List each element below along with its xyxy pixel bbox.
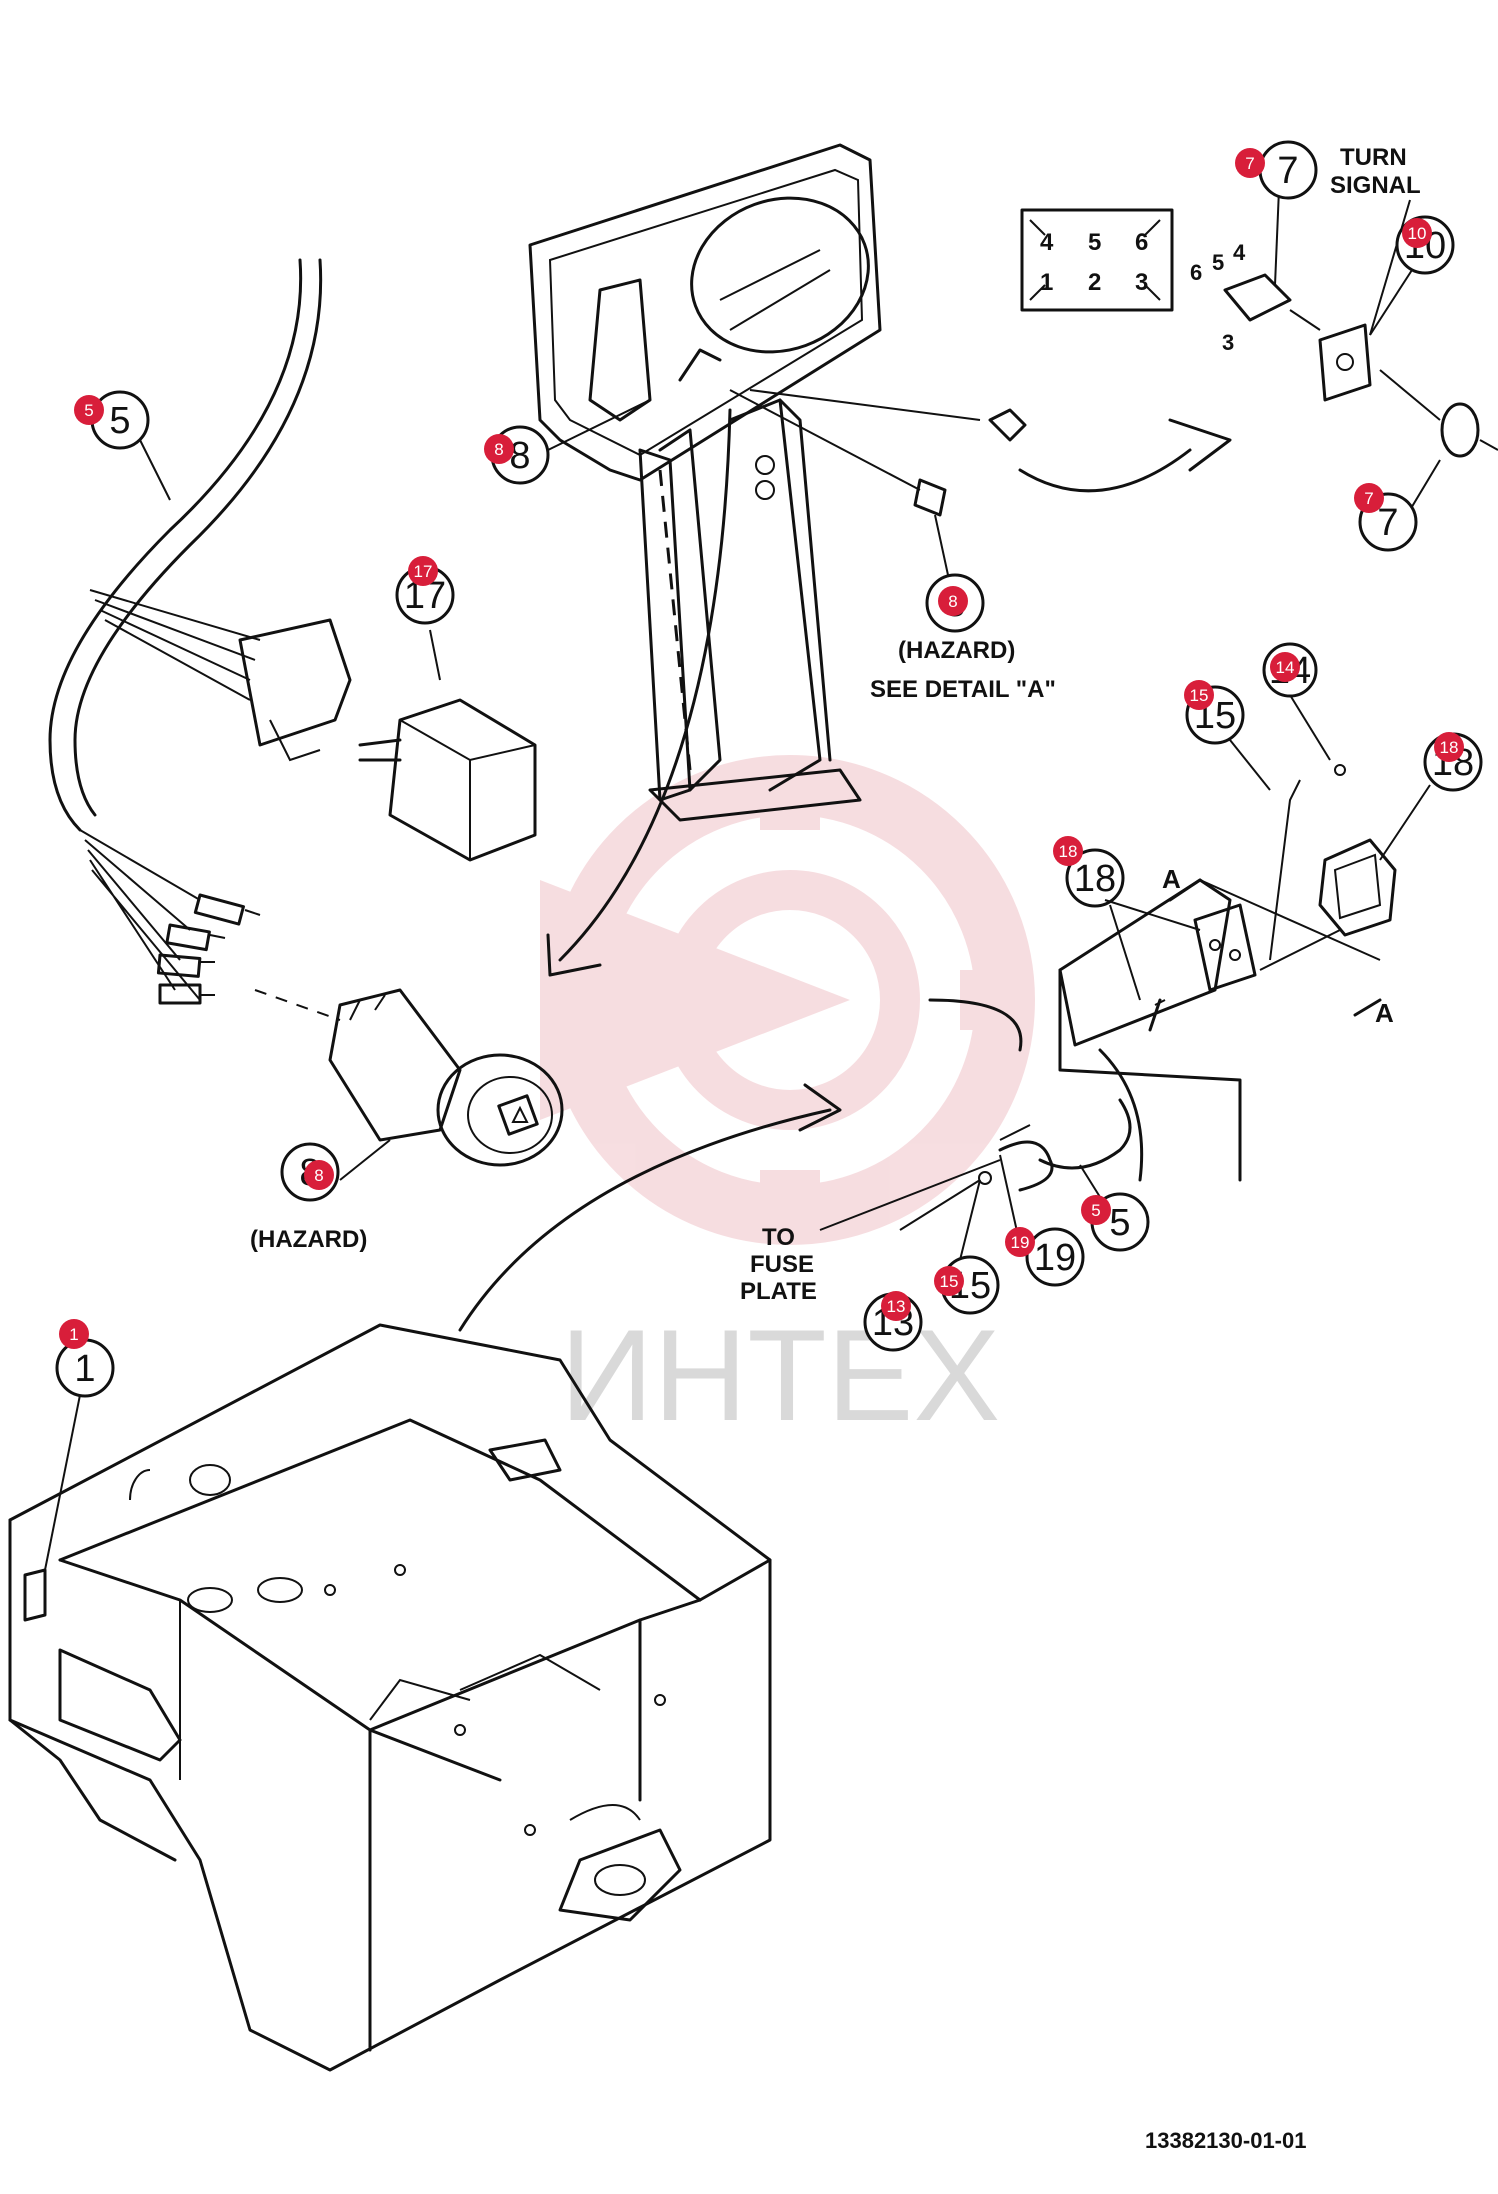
- arrow-to-bracket: [458, 1108, 832, 1332]
- turn-signal-label-line2: SIGNAL: [1330, 172, 1421, 199]
- marker-8b-number: 8: [948, 592, 957, 611]
- marker-5b: 5: [1081, 1195, 1111, 1225]
- marker-8b: 8: [938, 586, 968, 616]
- arrow-head-bracket: [798, 1083, 842, 1132]
- callout-18a: 18: [1065, 848, 1125, 908]
- marker-10-number: 10: [1408, 224, 1427, 243]
- callout-7a: 7: [1258, 140, 1318, 200]
- callout-5a: 5: [90, 390, 150, 450]
- marker-15a-number: 15: [1190, 686, 1209, 705]
- callout-19: 19: [1025, 1227, 1085, 1287]
- relay: [358, 629, 537, 862]
- marker-14: 14: [1270, 652, 1300, 682]
- hazard-detail-label-line1: (HAZARD): [898, 637, 1015, 664]
- marker-18b-number: 18: [1440, 738, 1459, 757]
- pin-2: 2: [1088, 269, 1101, 296]
- callouts: 1 5 5 7 7 8 8 8: [55, 140, 1483, 1398]
- marker-5a: 5: [74, 395, 104, 425]
- marker-15a: 15: [1184, 680, 1214, 710]
- marker-5a-number: 5: [84, 401, 93, 420]
- marker-5b-number: 5: [1091, 1201, 1100, 1220]
- turn-signal-leader: [749, 389, 1232, 493]
- fuse-plate-label-line1: TO: [762, 1224, 795, 1251]
- marker-18a: 18: [1053, 836, 1083, 866]
- marker-17: 17: [408, 556, 438, 586]
- terminal-3: 3: [1222, 330, 1234, 355]
- marker-1: 1: [59, 1319, 89, 1349]
- callout-7b-number: 7: [1377, 502, 1398, 544]
- cab-frame: [8, 1323, 772, 2072]
- marker-8c: 8: [304, 1160, 334, 1190]
- section-a-label-bottom: A: [1375, 998, 1394, 1028]
- marker-14-number: 14: [1276, 658, 1295, 677]
- pin-1: 1: [1040, 269, 1053, 296]
- callout-19-number: 19: [1034, 1237, 1076, 1279]
- terminal-4: 4: [1233, 240, 1246, 265]
- arrow-to-hazard: [558, 408, 732, 962]
- marker-19-number: 19: [1011, 1233, 1030, 1252]
- turn-signal-switch: 6 5 4 3: [1190, 164, 1498, 511]
- hazard-switch-leader: [729, 389, 949, 576]
- red-markers: 1 5 5 7 7 8 8 8 10 13 14 15 15 17 18 18 …: [59, 148, 1464, 1349]
- marker-13-number: 13: [887, 1297, 906, 1316]
- callout-leaders: [139, 269, 1431, 1001]
- hazard-switch: [254, 988, 564, 1181]
- marker-15b-number: 15: [940, 1272, 959, 1291]
- fuse-plate-connection: [819, 998, 1144, 1261]
- marker-18b: 18: [1434, 732, 1464, 762]
- marker-7a: 7: [1235, 148, 1265, 178]
- marker-1-number: 1: [69, 1325, 78, 1344]
- arrow-head-hazard: [546, 933, 602, 977]
- marker-8a-number: 8: [494, 440, 503, 459]
- wire-harness: [48, 258, 352, 1005]
- marker-18a-number: 18: [1059, 842, 1078, 861]
- fuse-plate-label-line3: PLATE: [740, 1278, 817, 1305]
- terminal-6: 6: [1190, 260, 1202, 285]
- pin-4: 4: [1040, 229, 1054, 256]
- callout-18a-number: 18: [1074, 858, 1116, 900]
- leader-1: [44, 1394, 81, 1571]
- steering-column-assembly: [528, 143, 882, 822]
- callout-1-number: 1: [74, 1348, 95, 1390]
- callout-15b: 15: [940, 1255, 1000, 1315]
- fuse-plate-label-line2: FUSE: [750, 1251, 814, 1278]
- switch-pinout-box: 4 5 6 1 2 3: [1020, 208, 1174, 312]
- pin-6: 6: [1135, 229, 1148, 256]
- callout-7a-number: 7: [1277, 150, 1298, 192]
- callout-1: 1: [55, 1338, 115, 1398]
- marker-7b-number: 7: [1364, 489, 1373, 508]
- pin-3: 3: [1135, 269, 1148, 296]
- pin-5: 5: [1088, 229, 1101, 256]
- marker-19: 19: [1005, 1227, 1035, 1257]
- section-arrow-bottom: [1353, 998, 1382, 1017]
- drawing-number: 13382130-01-01: [1145, 2128, 1306, 2153]
- marker-8c-number: 8: [314, 1166, 323, 1185]
- marker-7a-number: 7: [1245, 154, 1254, 173]
- detail-a-bracket: [1058, 764, 1397, 1182]
- section-arrow-top: [1168, 878, 1202, 902]
- hazard-detail-label-line2: SEE DETAIL "A": [870, 676, 1056, 703]
- callout-15a: 15: [1185, 685, 1245, 745]
- marker-15b: 15: [934, 1266, 964, 1296]
- terminal-5: 5: [1212, 250, 1224, 275]
- watermark-text: ИНТЕХ: [560, 1302, 1000, 1448]
- section-a-label-top: A: [1162, 864, 1181, 894]
- callout-5a-number: 5: [109, 400, 130, 442]
- marker-8a: 8: [484, 434, 514, 464]
- callout-8a-number: 8: [509, 435, 530, 477]
- marker-13: 13: [881, 1291, 911, 1321]
- watermark-logo: [540, 755, 1035, 1245]
- marker-17-number: 17: [414, 562, 433, 581]
- turn-signal-label-line1: TURN: [1340, 144, 1407, 171]
- marker-7b: 7: [1354, 483, 1384, 513]
- hazard-label: (HAZARD): [250, 1226, 367, 1253]
- marker-10: 10: [1402, 218, 1432, 248]
- callout-5b-number: 5: [1109, 1202, 1130, 1244]
